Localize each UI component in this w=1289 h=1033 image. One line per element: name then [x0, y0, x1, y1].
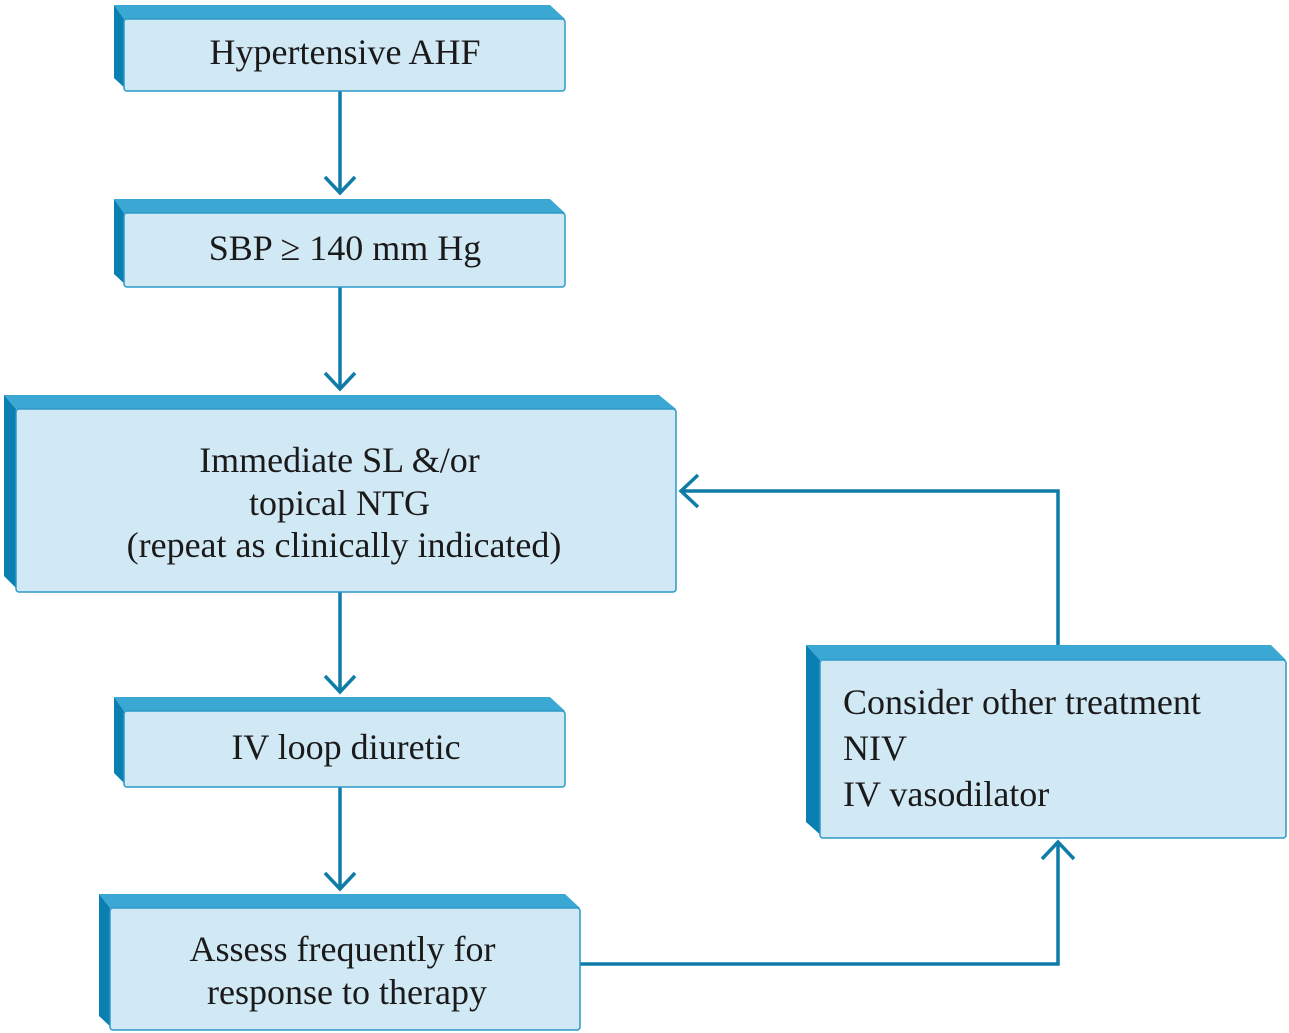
node-text-line: Immediate SL &/or — [199, 440, 480, 480]
node-text-line: Hypertensive AHF — [210, 32, 481, 72]
node-sbp: SBP ≥ 140 mm Hg — [114, 199, 566, 288]
node-text-line: IV vasodilator — [843, 774, 1049, 814]
node-diuretic-text: IV loop diuretic — [231, 727, 460, 767]
arrowhead-icon — [323, 371, 357, 392]
connectors — [323, 91, 1076, 966]
node-assess-text: Assess frequently for response to therap… — [190, 929, 505, 1012]
node-ntg: Immediate SL &/or topical NTG (repeat as… — [4, 395, 677, 593]
arrowhead-icon — [323, 175, 357, 196]
node-hypertensive-ahf: Hypertensive AHF — [114, 5, 566, 92]
node-text-line: SBP ≥ 140 mm Hg — [209, 228, 481, 268]
arrowhead-icon — [323, 871, 357, 892]
node-text-line: (repeat as clinically indicated) — [127, 525, 562, 565]
arrowhead-icon — [678, 473, 700, 509]
node-text-line: IV loop diuretic — [231, 727, 460, 767]
node-other-treatment: Consider other treatment NIV IV vasodila… — [806, 645, 1287, 839]
arrowhead-icon — [323, 674, 357, 695]
node-text-line: Consider other treatment — [843, 682, 1201, 722]
node-hypertensive-ahf-text: Hypertensive AHF — [210, 32, 481, 72]
node-text-line: topical NTG — [249, 483, 430, 523]
connector-line — [681, 489, 1060, 645]
arrow-hypertensive-ahf-to-sbp — [323, 91, 357, 196]
arrow-ntg-to-diuretic — [323, 592, 357, 695]
node-ntg-text: Immediate SL &/or topical NTG (repeat as… — [127, 440, 562, 565]
arrow-other-treatment-to-ntg — [678, 473, 1060, 645]
node-assess: Assess frequently for response to therap… — [99, 894, 581, 1031]
node-text-line: NIV — [843, 728, 907, 768]
arrowhead-icon — [1040, 839, 1076, 861]
arrow-assess-to-other-treatment — [580, 839, 1076, 966]
node-diuretic: IV loop diuretic — [114, 697, 566, 788]
node-sbp-text: SBP ≥ 140 mm Hg — [209, 228, 481, 268]
arrow-sbp-to-ntg — [323, 287, 357, 392]
arrow-diuretic-to-assess — [323, 787, 357, 892]
node-other-treatment-text: Consider other treatment NIV IV vasodila… — [843, 682, 1210, 814]
connector-line — [580, 842, 1060, 966]
node-text-line: response to therapy — [207, 972, 487, 1012]
node-text-line: Assess frequently for — [190, 929, 496, 969]
